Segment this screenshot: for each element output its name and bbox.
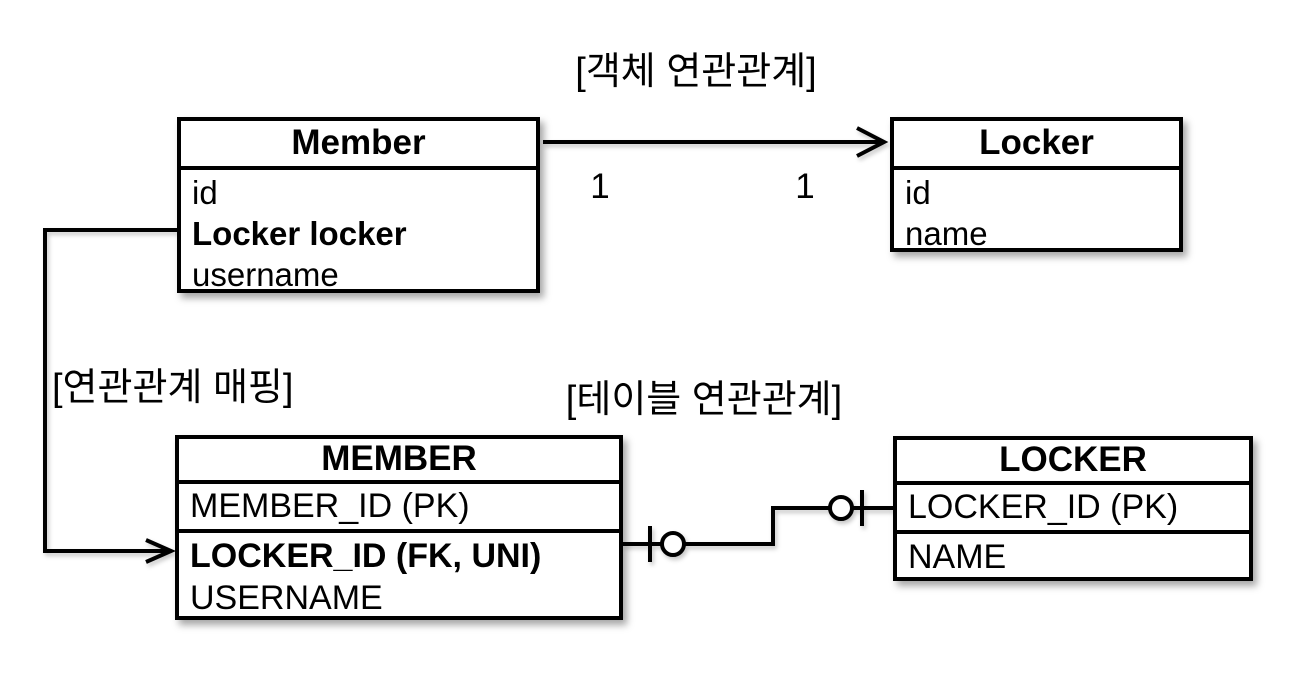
member-class-title: Member [181,121,536,170]
member-table-box: MEMBER MEMBER_ID (PK) LOCKER_ID (FK, UNI… [175,435,623,620]
association-mapping-label: [연관관계 매핑] [52,367,294,409]
locker-class-fields: id name [894,170,1179,254]
locker-table-name-column: NAME [908,538,1007,576]
locker-table-pk: LOCKER_ID (PK) [908,488,1179,526]
zero-circle-left-icon [660,531,686,557]
table-association-connector [623,490,893,562]
object-association-arrow [543,126,889,158]
member-class-box: Member id Locker locker username [177,117,540,293]
locker-class-box: Locker id name [890,117,1183,252]
member-field-locker: Locker locker [192,215,407,252]
locker-table-box: LOCKER LOCKER_ID (PK) NAME [893,436,1253,581]
locker-table-columns: NAME [897,534,1249,578]
member-table-title: MEMBER [179,439,619,484]
member-table-pk-compartment: MEMBER_ID (PK) [179,484,619,533]
member-table-username-column: USERNAME [190,579,383,617]
member-class-fields: id Locker locker username [181,170,536,295]
multiplicity-target: 1 [795,167,815,206]
member-table-columns: LOCKER_ID (FK, UNI) USERNAME [179,533,619,619]
table-relation-line [623,506,893,546]
member-table-fk-column: LOCKER_ID (FK, UNI) [190,537,542,575]
locker-class-title: Locker [894,121,1179,170]
locker-table-pk-compartment: LOCKER_ID (PK) [897,485,1249,534]
multiplicity-source: 1 [590,167,610,206]
zero-circle-right-icon [828,495,854,521]
member-field-id: id [192,174,218,211]
locker-table-title: LOCKER [897,440,1249,485]
table-association-title: [테이블 연관관계] [565,379,843,421]
member-table-pk: MEMBER_ID (PK) [190,487,470,525]
arrowhead-icon [856,126,889,158]
locker-field-id: id [905,174,931,211]
member-field-username: username [192,256,339,293]
locker-field-name: name [905,215,988,252]
mapping-arrowhead-icon [145,538,176,564]
object-association-title: [객체 연관관계] [575,51,817,93]
